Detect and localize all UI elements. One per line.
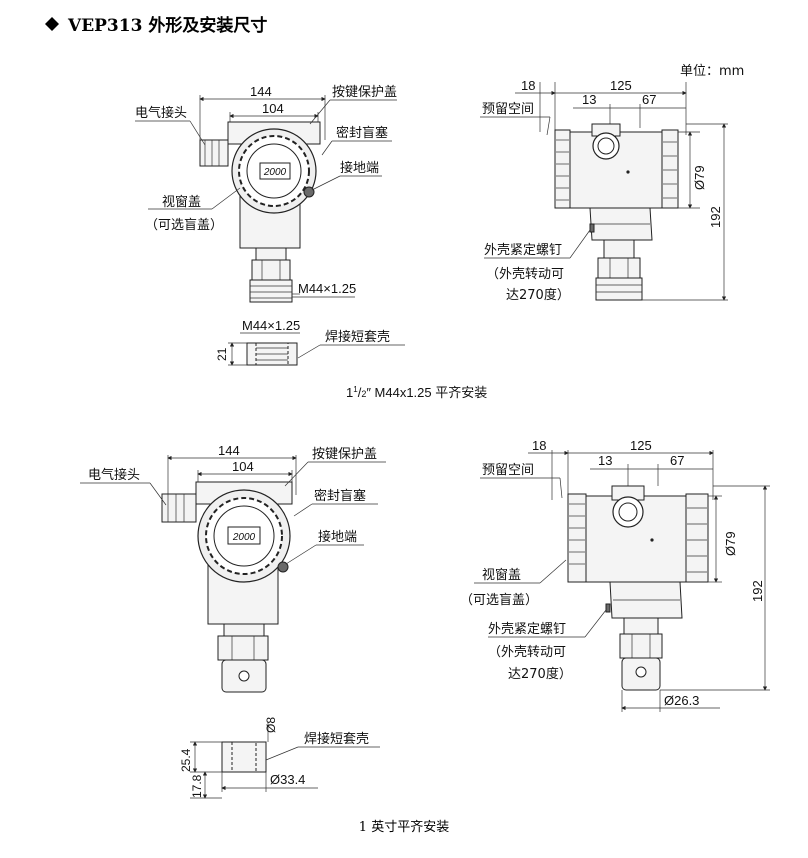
fig2-caption: 1 英寸平齐安装 — [359, 819, 449, 835]
fig1-label-window: 视窗盖 — [162, 194, 201, 210]
fig2-label-seal-plug: 密封盲塞 — [314, 488, 366, 504]
fig2-label-electric: 电气接头 — [88, 467, 140, 483]
fig2-weld-height-bottom: 17.8 — [190, 774, 204, 798]
fig2-front-view: 144 104 2000 电气接头 按键保护盖 密封盲塞 接地端 — [80, 443, 386, 693]
fig1-display — [259, 162, 291, 180]
fig1-side-label-screw-2: （外壳转动可 — [486, 267, 564, 282]
fig2-side-label-window-optional: （可选盲盖） — [460, 592, 538, 608]
fig1-label-seal-plug: 密封盲塞 — [336, 125, 388, 141]
fig1-side-label-screw: 外壳紧定螺钉 — [484, 243, 562, 258]
fig1-weld-height: 21 — [215, 347, 229, 361]
fig1-weld-label: 焊接短套壳 — [325, 329, 390, 345]
fig1-dim-144: 144 — [250, 84, 272, 99]
fig1-side-label-reserve: 预留空间 — [482, 102, 534, 117]
fig1-label-ground: 接地端 — [340, 160, 379, 176]
fig2-label-ground: 接地端 — [318, 529, 357, 545]
fig1-thread-label: M44×1.25 — [298, 281, 356, 296]
fig2-side-label-window: 视窗盖 — [482, 567, 521, 583]
fig1-thread — [249, 279, 293, 303]
fig2-label-key-cover: 按键保护盖 — [312, 447, 377, 462]
fig2-side-dim-125: 125 — [630, 438, 652, 453]
fig1-side-dia: Ø79 — [692, 165, 707, 190]
fig2-side-dia: Ø79 — [723, 531, 738, 556]
fig1-side-height: 192 — [708, 206, 723, 228]
fig2-side-view: 18 125 13 67 预留空间 Ø79 — [460, 438, 770, 712]
fig1-side-dim-125: 125 — [610, 78, 632, 93]
fig2-display-value: 2000 — [232, 532, 256, 543]
fig2-dim-104: 104 — [232, 459, 254, 474]
fig1-side-set-screw — [589, 223, 595, 233]
page-header: VEP313 外形及安装尺寸 单位：mm — [45, 15, 744, 79]
fig2-dim-144: 144 — [218, 443, 240, 458]
fig2-weld-dia-outer: Ø33.4 — [270, 772, 305, 787]
fig1-side-label-screw-3: 达270度） — [506, 287, 570, 303]
fig1-side-cover-right — [661, 129, 679, 209]
fig2-side-cover-left — [567, 493, 587, 583]
fig2-side-dim-18: 18 — [532, 438, 546, 453]
fig1-display-value: 2000 — [263, 167, 287, 178]
fig1-side-view: 18 125 13 67 预留空间 — [480, 78, 728, 303]
fig1-side-dim-67: 67 — [642, 92, 656, 107]
fig2-weld-height-top: 25.4 — [179, 748, 193, 772]
fig1-weld-thread: M44×1.25 — [242, 318, 300, 333]
fig1-side-dim-13: 13 — [582, 92, 596, 107]
fig1-caption: 11/2″ M44x1.25 平齐安装 — [346, 385, 487, 400]
fig2-side-dim-13: 13 — [598, 453, 612, 468]
fig2-side-set-screw — [605, 603, 611, 613]
fig2-side-label-screw-3: 达270度） — [508, 666, 572, 682]
fig1-dim-104: 104 — [262, 101, 284, 116]
fig1-ground-screw — [303, 186, 315, 198]
fig2-side-label-screw-2: （外壳转动可 — [488, 645, 566, 660]
fig2-side-dia-bottom: Ø26.3 — [664, 693, 699, 708]
diamond-bullet-icon — [45, 17, 59, 31]
fig2-weld-dia-inner: Ø8 — [264, 717, 278, 733]
fig2-weld-label: 焊接短套壳 — [304, 731, 369, 747]
fig2-weld-body — [221, 741, 267, 773]
fig2-ground-screw — [277, 561, 289, 573]
fig1-front-view: 144 104 2000 电气接头 按键保护盖 — [135, 84, 397, 303]
fig1-weld-sleeve: M44×1.25 21 焊接短套壳 — [215, 318, 405, 366]
fig2-side-label-screw: 外壳紧定螺钉 — [488, 622, 566, 637]
fig2-cable-gland — [161, 493, 197, 523]
fig1-label-key-cover: 按键保护盖 — [332, 85, 397, 100]
fig2-side-cover-right — [685, 493, 709, 583]
fig1-side-dim-18: 18 — [521, 78, 535, 93]
fig1-label-window-optional: （可选盲盖） — [145, 217, 223, 233]
unit-label: 单位：mm — [680, 64, 744, 79]
fig2-side-dim-67: 67 — [670, 453, 684, 468]
fig2-side-label-reserve: 预留空间 — [482, 463, 534, 478]
fig2-display — [227, 526, 261, 545]
fig2-weld-sleeve: Ø8 25.4 17.8 Ø33.4 焊接短套壳 — [179, 717, 380, 799]
page-title: VEP313 外形及安装尺寸 — [67, 15, 267, 36]
fig1-label-electric: 电气接头 — [135, 105, 187, 121]
fig2-side-height: 192 — [750, 580, 765, 602]
fig1-side-cover-left — [554, 129, 571, 209]
